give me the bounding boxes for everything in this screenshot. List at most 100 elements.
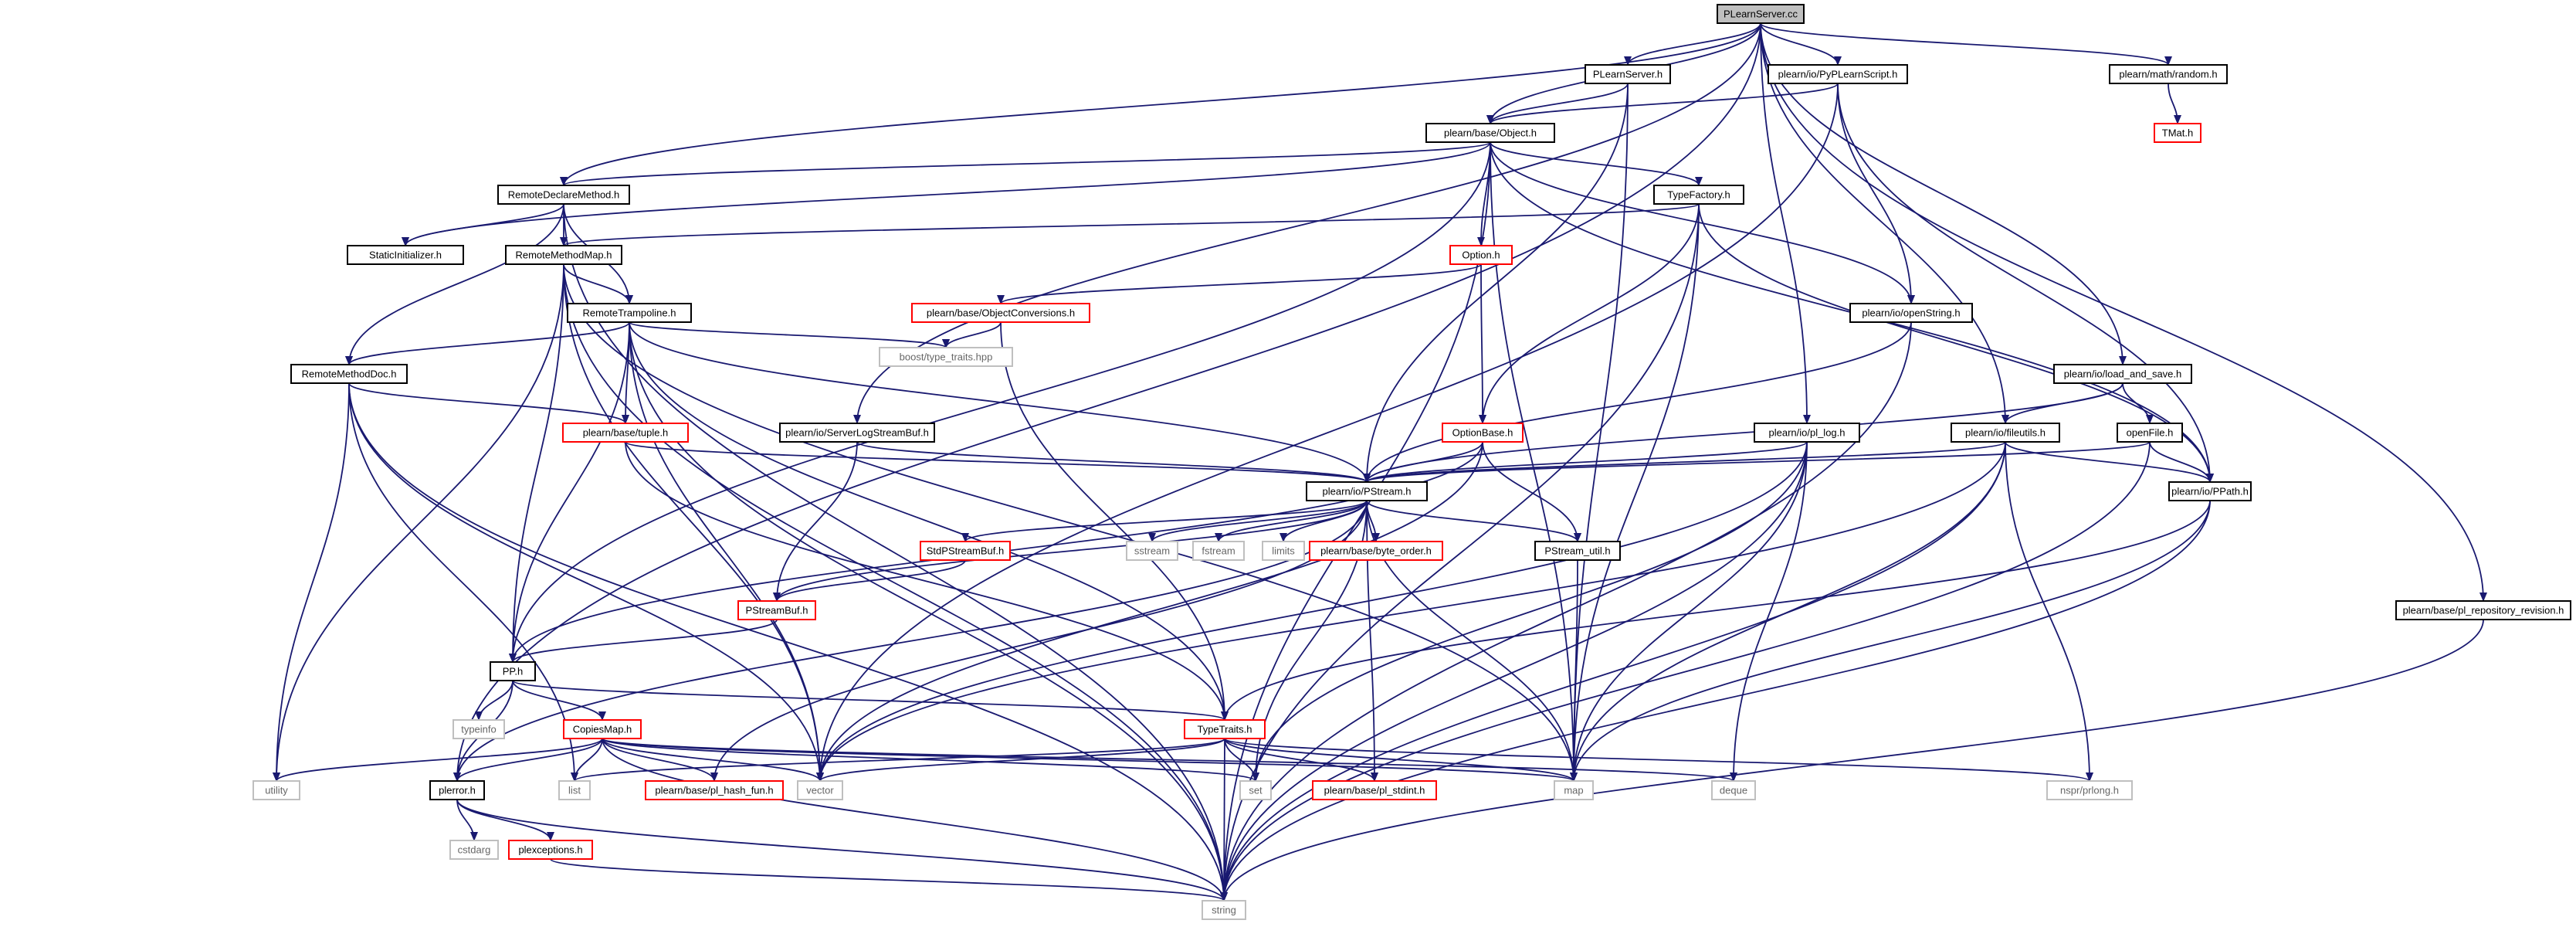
edge-plerror-to-string — [456, 799, 1228, 902]
node-plearn-io-openstring-h[interactable]: plearn/io/openString.h — [1849, 303, 1973, 323]
node-box — [1239, 780, 1272, 800]
node-plearnserver-cc[interactable]: PLearnServer.cc — [1717, 4, 1805, 24]
node-box — [2109, 64, 2228, 84]
node-plearnserver-h[interactable]: PLearnServer.h — [1585, 64, 1671, 84]
node-box — [1951, 423, 2060, 443]
node-pstream-util-h[interactable]: PStream_util.h — [1534, 541, 1621, 561]
node-plearn-math-random-h[interactable]: plearn/math/random.h — [2109, 64, 2228, 84]
node-staticinitializer-h[interactable]: StaticInitializer.h — [347, 245, 464, 265]
node-tmat-h[interactable]: TMat.h — [2154, 123, 2201, 143]
node-plearn-io-ppath-h[interactable]: plearn/io/PPath.h — [2168, 481, 2252, 501]
edge-fileutils-to-nsprlong — [2005, 441, 2093, 782]
edge-root-to-remotedeclare — [560, 22, 1761, 186]
node-pstreambuf-h[interactable]: PStreamBuf.h — [737, 600, 816, 620]
node-label: plearn/io/PPath.h — [2171, 485, 2249, 497]
node-plearn-base-tuple-h[interactable]: plearn/base/tuple.h — [562, 423, 689, 443]
node-plearn-io-pstream-h[interactable]: plearn/io/PStream.h — [1306, 481, 1428, 501]
edge-object-h-to-string — [1220, 141, 1491, 902]
edge-ppath-to-string — [1220, 500, 2211, 902]
node-plearn-base-objectconversions-h[interactable]: plearn/base/ObjectConversions.h — [911, 303, 1090, 323]
edge-openfile-to-string — [1220, 441, 2151, 902]
node-label: PLearnServer.h — [1593, 68, 1663, 80]
node-label: fstream — [1202, 545, 1235, 556]
node-plearn-base-pl-stdint-h[interactable]: plearn/base/pl_stdint.h — [1312, 780, 1437, 800]
node-remotetrampoline-h[interactable]: RemoteTrampoline.h — [567, 303, 692, 323]
node-remotemethodmap-h[interactable]: RemoteMethodMap.h — [505, 245, 622, 265]
edge-typefactory-to-remotemethodmap — [560, 203, 1700, 246]
edge-option-h-to-objconv — [997, 263, 1482, 304]
node-typefactory-h[interactable]: TypeFactory.h — [1653, 185, 1744, 205]
node-pp-h[interactable]: PP.h — [490, 661, 536, 681]
node-typetraits-h[interactable]: TypeTraits.h — [1184, 719, 1266, 739]
edge-objconv-to-boosttt — [942, 321, 1002, 348]
node-box — [1768, 64, 1908, 84]
edge-openstring-to-string — [1220, 321, 1912, 902]
node-plearn-io-load-and-save-h[interactable]: plearn/io/load_and_save.h — [2053, 364, 2192, 384]
edge-openfile-to-ppath — [2149, 441, 2214, 483]
node-stdpstreambuf-h[interactable]: StdPStreamBuf.h — [920, 541, 1011, 561]
edge-pyplearnscript-to-object-h — [1486, 83, 1839, 124]
edge-random-h-to-tmat — [2168, 83, 2181, 124]
edge-pyplearnscript-to-vector — [816, 83, 1839, 782]
edge-root-to-pyplearnscript — [1760, 22, 1842, 66]
node-plearn-io-serverlogstreambuf-h[interactable]: plearn/io/ServerLogStreamBuf.h — [779, 423, 935, 443]
node-vector: vector — [797, 780, 843, 800]
node-list: list — [558, 780, 591, 800]
node-plearn-base-byte-order-h[interactable]: plearn/base/byte_order.h — [1309, 541, 1443, 561]
edge-pstream-to-fstream — [1215, 500, 1368, 542]
node-box — [449, 840, 499, 860]
edge-pllog-to-set — [1252, 441, 1808, 782]
edge-remotedeclare-to-staticinit — [402, 203, 564, 246]
node-box — [497, 185, 630, 205]
edge-loadsave-to-openfile — [2122, 382, 2154, 424]
node-label: plearn/io/ServerLogStreamBuf.h — [785, 426, 929, 438]
edge-pstream-to-pstreamutil — [1366, 500, 1581, 542]
node-box — [562, 423, 689, 443]
node-plearn-base-pl-repository-revision-h[interactable]: plearn/base/pl_repository_revision.h — [2395, 600, 2571, 620]
edge-fileutils-to-vector — [816, 441, 2006, 782]
node-label: TypeFactory.h — [1667, 188, 1730, 200]
node-box — [2053, 364, 2192, 384]
edge-remotetrampoline-to-vector — [629, 321, 824, 782]
edge-copiesmap-to-string — [602, 738, 1228, 902]
edge-pllog-to-deque — [1730, 441, 1808, 782]
edge-copiesmap-to-plerror — [453, 738, 603, 782]
node-plearn-io-pl-log-h[interactable]: plearn/io/pl_log.h — [1754, 423, 1860, 443]
edge-pstreamutil-to-map — [1570, 559, 1578, 782]
node-box — [1312, 780, 1437, 800]
edge-remotemethoddoc-to-string — [348, 382, 1228, 902]
edge-serverlog-to-pstream — [856, 441, 1371, 483]
edge-pstream-to-sstream — [1148, 500, 1368, 542]
node-label: PP.h — [503, 665, 524, 677]
node-box — [1449, 245, 1513, 265]
node-plearn-io-pyplearnscript-h[interactable]: plearn/io/PyPLearnScript.h — [1768, 64, 1908, 84]
edge-remotemethodmap-to-string — [563, 263, 1228, 902]
node-string: string — [1202, 900, 1246, 920]
node-label: plearn/base/byte_order.h — [1320, 545, 1432, 556]
edge-pyplearnscript-to-openstring — [1837, 83, 1915, 304]
node-plearn-base-pl-hash-fun-h[interactable]: plearn/base/pl_hash_fun.h — [645, 780, 784, 800]
node-plearn-base-object-h[interactable]: plearn/base/Object.h — [1425, 123, 1555, 143]
node-optionbase-h[interactable]: OptionBase.h — [1442, 423, 1524, 443]
edge-remotetrampoline-to-typetraits — [629, 321, 1229, 721]
edge-pp-h-to-copiesmap — [512, 680, 606, 721]
node-remotedeclaremethod-h[interactable]: RemoteDeclareMethod.h — [497, 185, 630, 205]
node-plerror-h[interactable]: plerror.h — [429, 780, 485, 800]
node-openfile-h[interactable]: openFile.h — [2117, 423, 2183, 443]
edge-optionbase-to-pstreamutil — [1482, 441, 1581, 542]
edge-ppath-to-typetraits — [1221, 500, 2211, 721]
node-box — [879, 347, 1013, 367]
node-option-h[interactable]: Option.h — [1449, 245, 1513, 265]
node-plearn-io-fileutils-h[interactable]: plearn/io/fileutils.h — [1951, 423, 2060, 443]
node-label: StdPStreamBuf.h — [927, 545, 1004, 556]
edge-plearnserver-h-to-pstream — [1363, 83, 1629, 483]
edge-root-to-plerror — [453, 22, 1761, 782]
node-plexceptions-h[interactable]: plexceptions.h — [508, 840, 593, 860]
node-label: map — [1564, 784, 1583, 796]
node-map: map — [1554, 780, 1594, 800]
node-deque: deque — [1711, 780, 1756, 800]
node-copiesmap-h[interactable]: CopiesMap.h — [563, 719, 642, 739]
node-box — [1192, 541, 1245, 561]
node-remotemethoddoc-h[interactable]: RemoteMethodDoc.h — [290, 364, 408, 384]
edge-openstring-to-pstream — [1363, 321, 1912, 483]
